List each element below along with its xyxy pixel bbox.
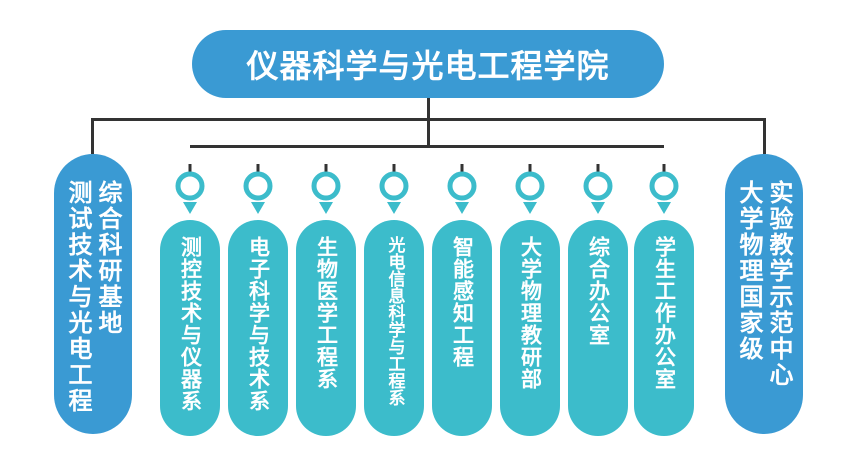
- department-node: 测控技术与仪器系: [160, 220, 220, 436]
- dept-5-connector-icon: [447, 164, 477, 214]
- left-base-drop-line: [91, 118, 94, 154]
- dept-7-connector-icon: [583, 164, 613, 214]
- department-node: 光电信息科学与工程系: [364, 220, 424, 436]
- department-label: 大学物理教研部: [518, 236, 543, 390]
- department-label: 智能感知工程: [450, 236, 475, 368]
- department-node: 综合办公室: [568, 220, 628, 436]
- college-title: 仪器科学与光电工程学院: [246, 47, 610, 85]
- department-label: 综合办公室: [586, 236, 611, 346]
- left-base-line-1: 综合科研基地: [94, 180, 122, 336]
- dept-1-connector-icon: [175, 164, 205, 214]
- department-label: 测控技术与仪器系: [178, 236, 203, 412]
- left-base-node: 综合科研基地 测试技术与光电工程: [54, 154, 132, 434]
- department-node: 大学物理教研部: [500, 220, 560, 436]
- department-label: 学生工作办公室: [652, 236, 677, 390]
- right-base-line-1: 实验教学示范中心: [765, 180, 793, 388]
- center-stem-line: [427, 118, 430, 147]
- department-node: 学生工作办公室: [634, 220, 694, 436]
- dept-8-connector-icon: [649, 164, 679, 214]
- department-node: 电子科学与技术系: [228, 220, 288, 436]
- college-title-node: 仪器科学与光电工程学院: [192, 30, 664, 98]
- department-label: 电子科学与技术系: [246, 236, 271, 412]
- dept-4-connector-icon: [379, 164, 409, 214]
- left-base-line-2: 测试技术与光电工程: [64, 180, 92, 414]
- right-base-drop-line: [763, 118, 766, 154]
- right-base-line-2: 大学物理国家级: [735, 180, 763, 362]
- department-label: 光电信息科学与工程系: [384, 236, 405, 406]
- department-branch-line: [190, 145, 664, 148]
- root-stem-line: [427, 98, 430, 120]
- department-node: 智能感知工程: [432, 220, 492, 436]
- right-base-node: 实验教学示范中心 大学物理国家级: [725, 154, 803, 434]
- department-node: 生物医学工程系: [296, 220, 356, 436]
- dept-3-connector-icon: [311, 164, 341, 214]
- dept-6-connector-icon: [515, 164, 545, 214]
- department-label: 生物医学工程系: [314, 236, 339, 390]
- dept-2-connector-icon: [243, 164, 273, 214]
